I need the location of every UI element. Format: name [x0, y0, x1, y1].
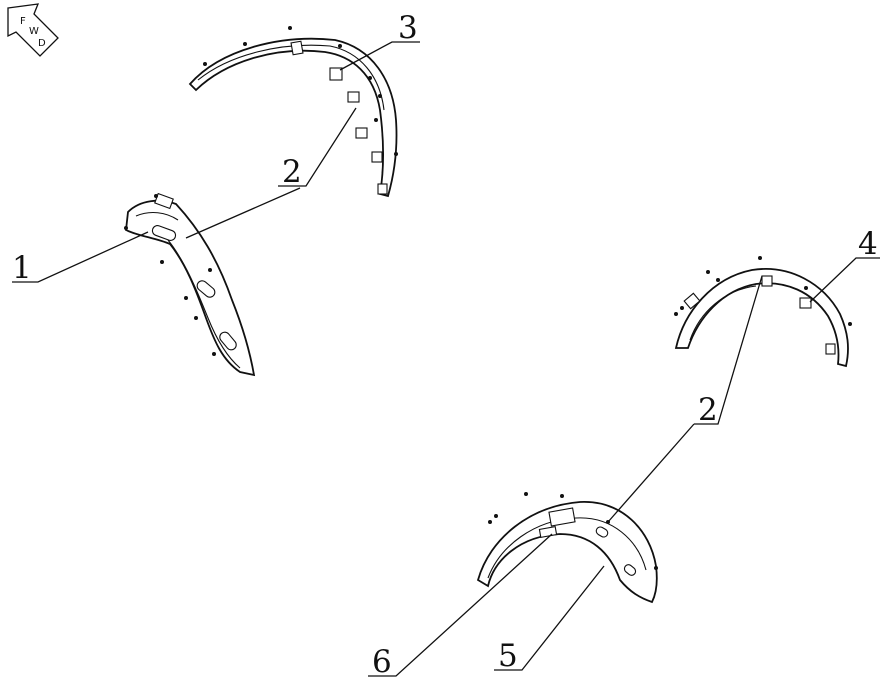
callout-3: 3 [398, 10, 418, 46]
callout-4: 4 [858, 226, 878, 262]
leader-lines [12, 41, 880, 677]
fwd-arrow-icon: F W D [7, 3, 59, 57]
callout-5: 5 [498, 638, 518, 674]
part-4-right-arch-trim [674, 256, 852, 368]
callout-labels: 3 2 1 4 2 6 5 [12, 10, 878, 680]
callout-2-upper: 2 [282, 154, 302, 190]
part-5-lower-wheel-arch [476, 492, 658, 604]
fwd-letter-d: D [38, 38, 46, 49]
part-1-vertical-trim [124, 192, 256, 377]
part-3-upper-arch-trim [188, 26, 398, 198]
fwd-letter-w: W [29, 26, 39, 37]
callout-6: 6 [372, 644, 392, 680]
fwd-letter-f: F [20, 16, 26, 27]
callout-1: 1 [12, 250, 32, 286]
callout-2-lower: 2 [698, 392, 718, 428]
